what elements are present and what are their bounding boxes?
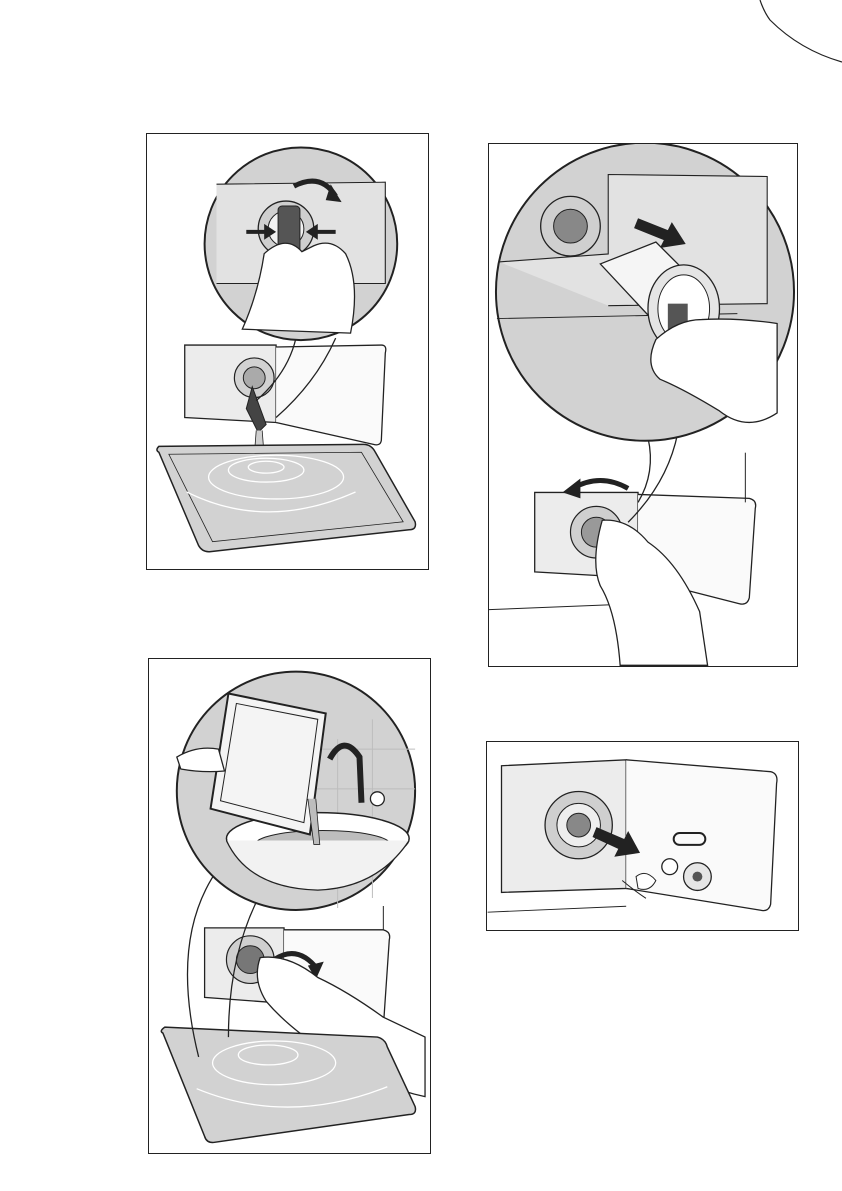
drain-water-drawing: [147, 134, 428, 569]
rotate-left-arrow-icon: [572, 481, 628, 489]
pour-water-drawing: [149, 659, 430, 1153]
drain-water-illustration: [146, 133, 429, 570]
flap-door: [276, 345, 386, 445]
page-corner-mark: [0, 0, 842, 70]
remove-filter-drawing: [489, 144, 797, 666]
remove-filter-illustration: [488, 143, 798, 667]
clean-filter-drawing: [487, 742, 798, 930]
clean-filter-illustration: [486, 741, 799, 931]
button-icon: [662, 859, 678, 875]
pour-water-illustration: [148, 658, 431, 1154]
